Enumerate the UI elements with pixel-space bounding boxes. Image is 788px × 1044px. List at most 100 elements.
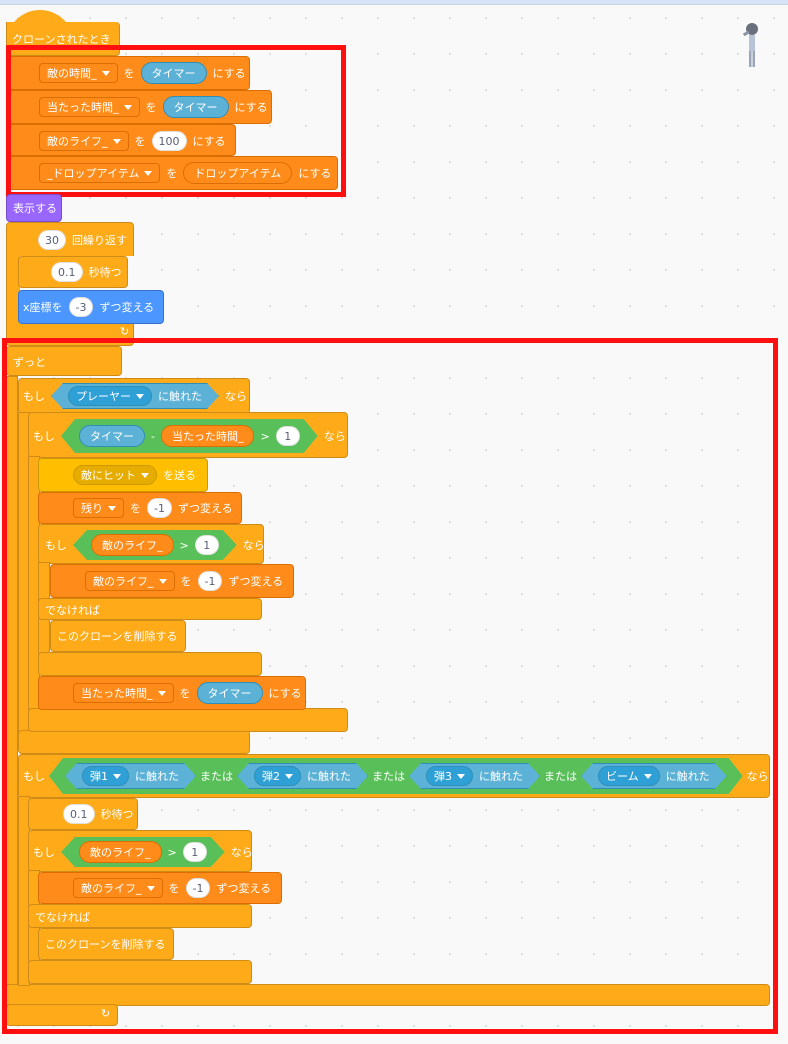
if-life-block[interactable]: もし 敵のライフ_ > 1 なら [28, 830, 253, 872]
change-value-input[interactable]: -1 [197, 571, 223, 591]
change-by-label: を [130, 502, 141, 515]
touch-target-dropdown[interactable]: 弾3 [426, 766, 473, 786]
touch-target-dropdown[interactable]: 弾2 [254, 766, 301, 786]
gt-label: > [179, 538, 189, 552]
chevron-down-icon [113, 774, 121, 779]
hit-time-reporter[interactable]: 当たった時間_ [161, 425, 255, 447]
set-variable-block[interactable]: 当たった時間_ を タイマー にする [6, 90, 272, 124]
life-reporter[interactable]: 敵のライフ_ [79, 841, 162, 863]
variable-dropdown[interactable]: 残り [73, 498, 124, 518]
change-suffix: ずつ変える [228, 575, 284, 588]
hat-label: クローンされたとき [12, 33, 111, 46]
change-x-input[interactable]: -3 [68, 297, 94, 317]
forever-label: ずっと [13, 356, 46, 369]
chevron-down-icon [136, 394, 144, 399]
then-label: なら [746, 770, 769, 783]
change-x-block[interactable]: x座標を -3 ずつ変える [18, 290, 164, 324]
if-touching-player-block[interactable]: もし プレーヤー に触れた なら [18, 378, 250, 414]
value-input[interactable]: 100 [151, 131, 187, 151]
touching-block[interactable]: 弾2 に触れた [237, 763, 368, 789]
touching-block[interactable]: 弾1 に触れた [65, 763, 196, 789]
touch-target-dropdown[interactable]: ビーム [598, 766, 660, 786]
greater-than-operator[interactable]: 敵のライフ_ > 1 [73, 530, 237, 560]
repeat-count-input[interactable]: 30 [38, 230, 66, 250]
forever-block[interactable]: ずっと [6, 346, 122, 376]
chevron-down-icon [285, 774, 293, 779]
nested-if-bottom [38, 652, 262, 676]
set-to-label: を [123, 67, 135, 80]
change-variable-block[interactable]: 敵のライフ_ を -1 ずつ変える [50, 564, 294, 598]
or-label: または [372, 770, 405, 783]
touching-block[interactable]: プレーヤー に触れた [51, 383, 219, 409]
change-by-label: を [168, 882, 180, 895]
timer-reporter[interactable]: タイマー [196, 682, 263, 704]
touching-label: に触れた [479, 770, 523, 783]
wait-seconds-input[interactable]: 0.1 [51, 262, 83, 282]
or-operator[interactable]: 弾1 に触れた または 弾2 に触れた または 弾3 に触れた または ビーム … [49, 758, 743, 794]
chevron-down-icon [158, 578, 167, 584]
else-bar: でなければ [28, 904, 252, 928]
gt-label: > [167, 845, 177, 859]
set-variable-block[interactable]: 当たった時間_ を タイマー にする [38, 676, 306, 710]
variable-dropdown[interactable]: 敵の時間_ [39, 63, 118, 83]
drop-item-reporter[interactable]: ドロップアイテム [183, 162, 293, 184]
if1-bottom [18, 730, 250, 754]
set-suffix-label: にする [212, 67, 246, 80]
greater-than-operator[interactable]: タイマー - 当たった時間_ > 1 [61, 419, 318, 453]
change-value-input[interactable]: -1 [185, 878, 211, 898]
show-label: 表示する [13, 202, 57, 215]
set-variable-block[interactable]: 敵のライフ_ を 100 にする [6, 124, 236, 156]
chevron-down-icon [457, 774, 465, 779]
compare-input[interactable]: 1 [183, 842, 207, 862]
broadcast-block[interactable]: 敵にヒット を送る [38, 458, 208, 492]
canvas-top-border [0, 0, 788, 5]
chevron-down-icon [146, 885, 155, 891]
variable-dropdown[interactable]: 敵のライフ_ [39, 131, 129, 151]
greater-than-operator[interactable]: 敵のライフ_ > 1 [61, 837, 225, 867]
change-suffix: ずつ変える [216, 882, 272, 895]
touching-block[interactable]: 弾3 に触れた [409, 763, 540, 789]
change-variable-block[interactable]: 残り を -1 ずつ変える [38, 492, 242, 524]
set-to-label: を [166, 167, 178, 180]
set-variable-block[interactable]: 敵の時間_ を タイマー にする [6, 56, 250, 90]
compare-input[interactable]: 1 [195, 535, 219, 555]
variable-dropdown[interactable]: _ドロップアイテム [39, 163, 161, 183]
touch-target-dropdown[interactable]: 弾1 [82, 766, 129, 786]
touching-label: に触れた [307, 770, 351, 783]
variable-dropdown[interactable]: 敵のライフ_ [85, 571, 175, 591]
compare-input[interactable]: 1 [276, 426, 300, 446]
chevron-down-icon [112, 138, 121, 144]
touching-block[interactable]: ビーム に触れた [581, 763, 727, 789]
chevron-down-icon [123, 104, 132, 110]
repeat-label: 回繰り返す [72, 234, 127, 247]
change-x-label: x座標を [23, 301, 63, 314]
change-variable-block[interactable]: 敵のライフ_ を -1 ずつ変える [38, 872, 282, 904]
delete-clone-block[interactable]: このクローンを削除する [38, 928, 174, 960]
show-block[interactable]: 表示する [6, 194, 62, 222]
wait-block[interactable]: 0.1 秒待つ [18, 256, 128, 288]
timer-reporter[interactable]: タイマー [162, 96, 229, 118]
repeat-loop-arrow-icon: ↻ [120, 325, 130, 338]
life-reporter[interactable]: 敵のライフ_ [91, 534, 174, 556]
delete-clone-block[interactable]: このクローンを削除する [50, 620, 186, 652]
variable-dropdown[interactable]: 当たった時間_ [73, 683, 174, 703]
touch-target-dropdown[interactable]: プレーヤー [68, 386, 152, 406]
if-touching-bullets-block[interactable]: もし 弾1 に触れた または 弾2 に触れた または 弾3 に触れた または [18, 754, 770, 798]
chevron-down-icon [644, 774, 652, 779]
variable-dropdown[interactable]: 敵のライフ_ [73, 878, 163, 898]
broadcast-dropdown[interactable]: 敵にヒット [73, 465, 157, 485]
if-timer-compare-block[interactable]: もし タイマー - 当たった時間_ > 1 なら [28, 412, 348, 458]
timer-reporter[interactable]: タイマー [140, 62, 207, 84]
wait-label: 秒待つ [100, 808, 134, 821]
touching-label: に触れた [135, 770, 179, 783]
wait-block[interactable]: 0.1 秒待つ [28, 798, 138, 830]
wait-seconds-input[interactable]: 0.1 [63, 804, 95, 824]
set-variable-block[interactable]: _ドロップアイテム を ドロップアイテム にする [6, 156, 338, 190]
if-label: もし [23, 390, 45, 403]
variable-dropdown[interactable]: 当たった時間_ [39, 97, 140, 117]
change-value-input[interactable]: -1 [147, 498, 172, 518]
if-life-block[interactable]: もし 敵のライフ_ > 1 なら [38, 524, 265, 564]
sprite-thumbnail-icon[interactable] [740, 20, 764, 72]
timer-reporter[interactable]: タイマー [79, 425, 145, 447]
